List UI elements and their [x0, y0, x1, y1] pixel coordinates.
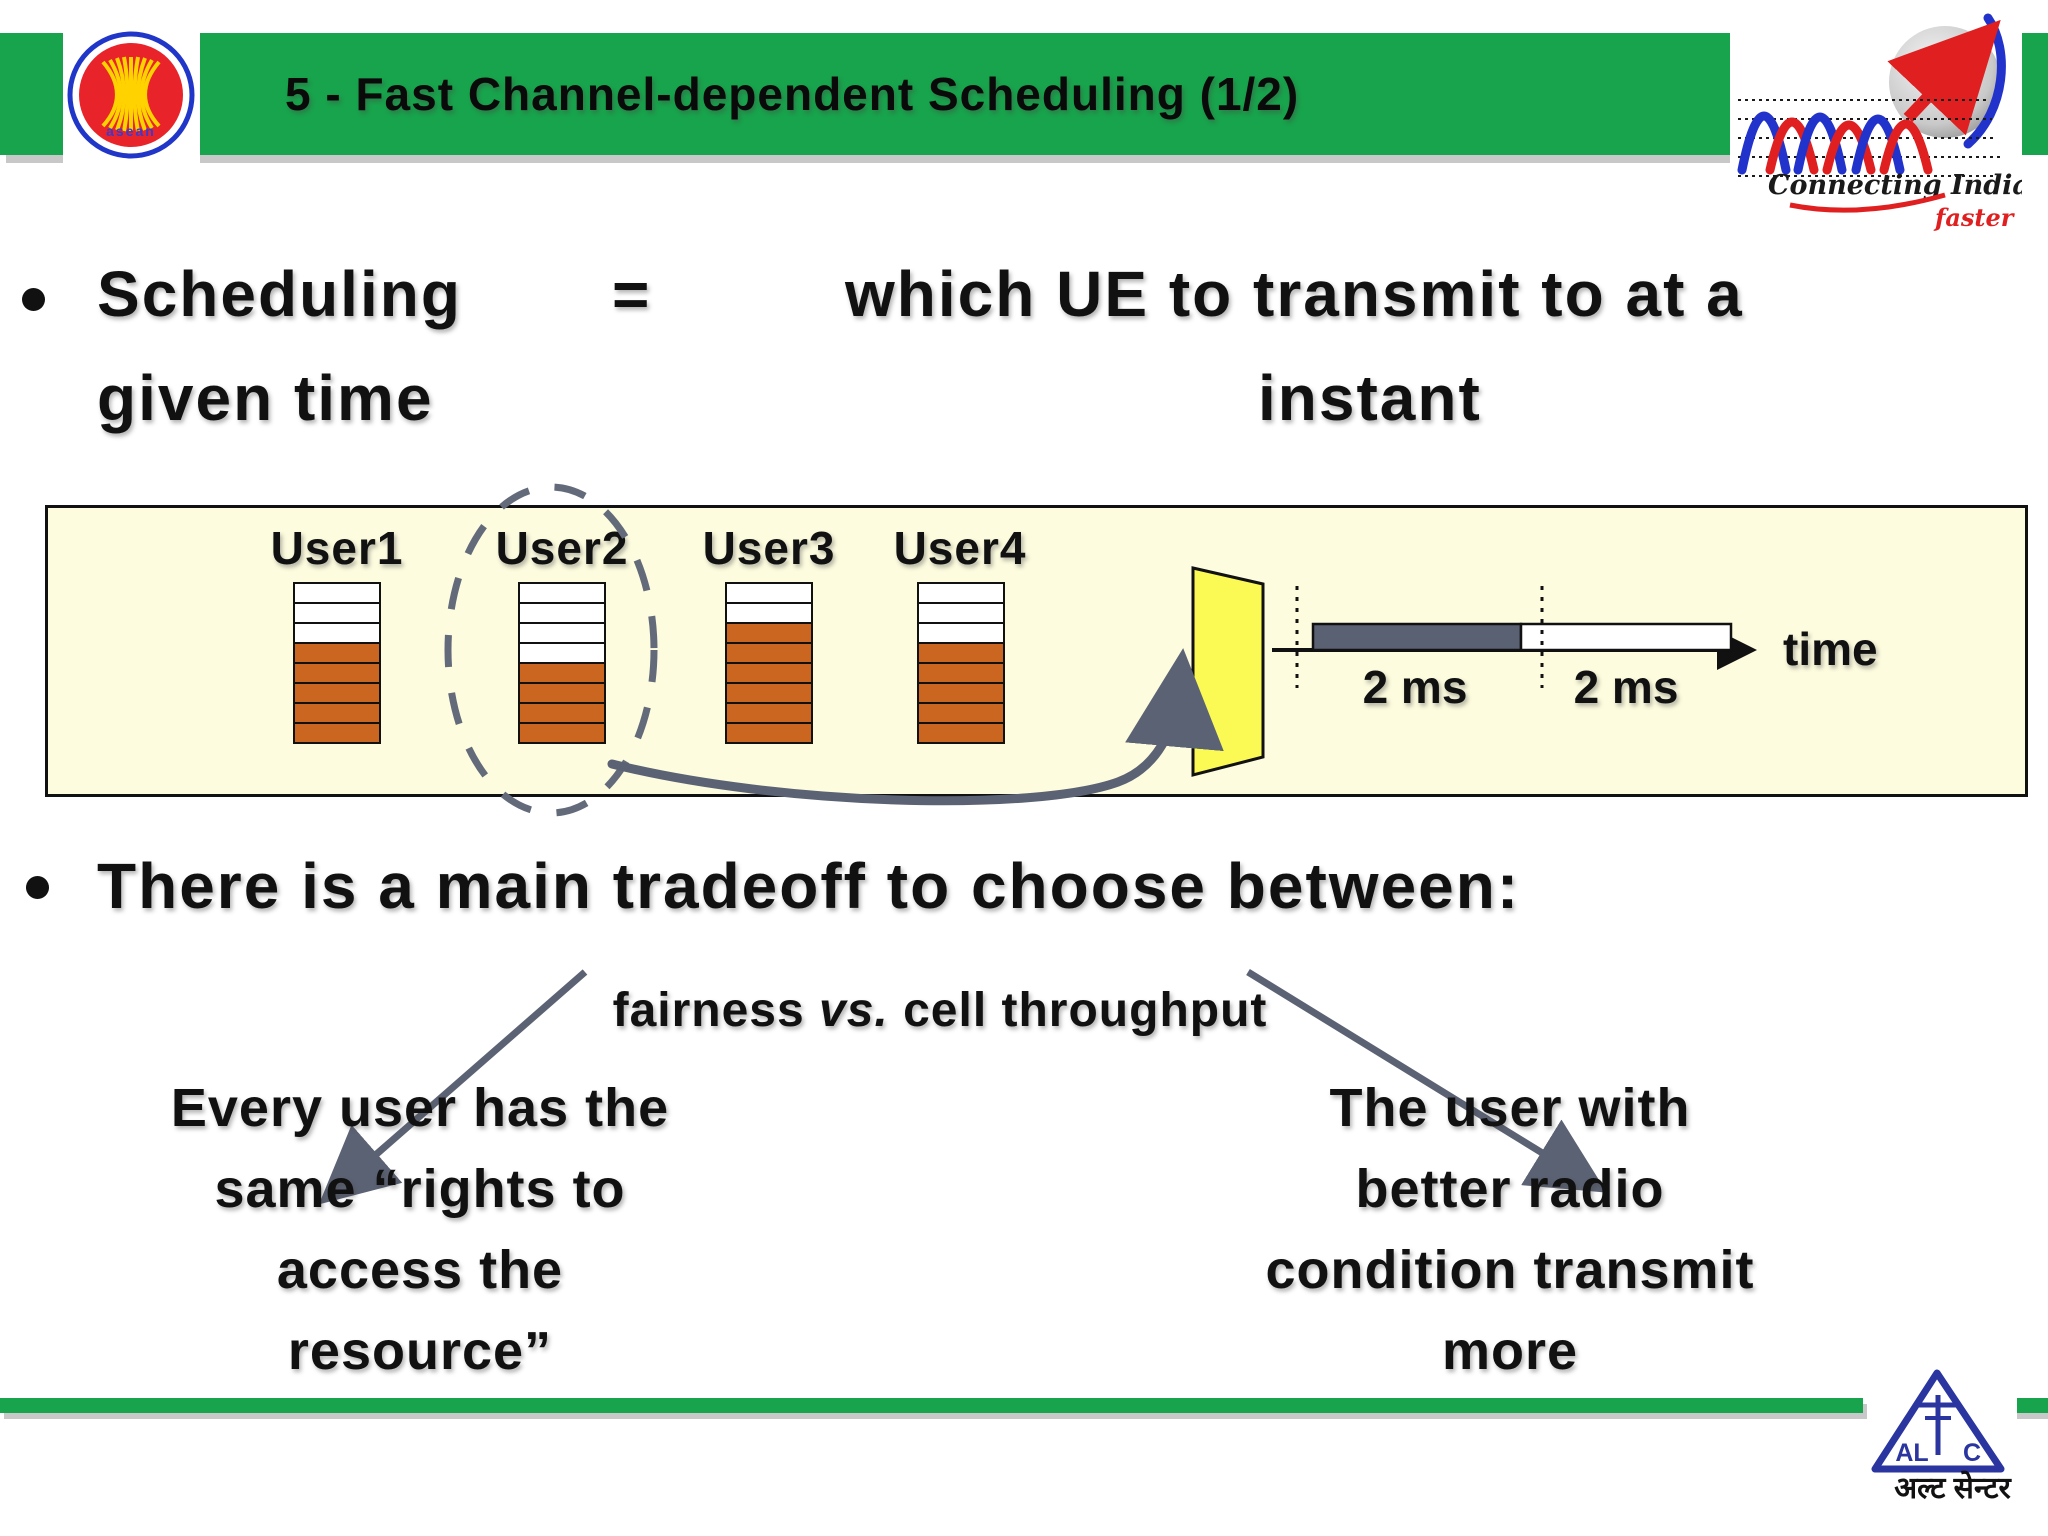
buffer-cell — [518, 642, 606, 664]
fairness-option-text: Every user has the same “rights to acces… — [170, 1078, 670, 1381]
buffer-cell — [293, 722, 381, 744]
buffer-cell — [293, 682, 381, 704]
buffer-cell — [917, 602, 1005, 624]
buffer-cell — [917, 662, 1005, 684]
buffer-cell — [725, 582, 813, 604]
bullet1-term-line2: given time — [97, 362, 434, 434]
page-title: 5 - Fast Channel-dependent Scheduling (1… — [285, 68, 1300, 120]
footer-bar — [0, 1398, 1863, 1413]
buffer-cell — [917, 722, 1005, 744]
bsnl-tagline: Connecting India — [1768, 170, 2022, 201]
buffer-cell — [293, 702, 381, 724]
buffer-cell — [725, 622, 813, 644]
buffer-cell — [518, 662, 606, 684]
alttc-logo-icon: AL C — [1871, 1369, 2005, 1473]
buffer-cell — [725, 722, 813, 744]
user4-buffer — [917, 582, 1005, 744]
bullet1-definition-line1: which UE to transmit to at a — [845, 258, 1744, 330]
throughput-option-text: The user with better radio condition tra… — [1265, 1078, 1755, 1381]
tradeoff-pre: fairness — [612, 984, 820, 1037]
header-bar-right-segment — [2022, 33, 2048, 155]
user2-label: User2 — [495, 522, 629, 574]
asean-text: asean — [106, 123, 156, 139]
buffer-cell — [518, 722, 606, 744]
buffer-cell — [518, 702, 606, 724]
buffer-cell — [293, 582, 381, 604]
red-swash-icon — [1789, 192, 1946, 213]
bullet1-definition-line2: instant — [1258, 362, 1482, 434]
buffer-cell — [725, 702, 813, 724]
buffer-cell — [518, 622, 606, 644]
buffer-cell — [518, 682, 606, 704]
slot1-label: 2 ms — [1362, 661, 1468, 713]
buffer-cell — [917, 622, 1005, 644]
alttc-text-left: AL — [1895, 1439, 1928, 1467]
buffer-cell — [917, 642, 1005, 664]
bullet1-term: Scheduling — [97, 258, 462, 330]
buffer-cell — [725, 682, 813, 704]
alttc-hindi-text: अल्ट सेन्टर — [1894, 1472, 2011, 1505]
red-arrow-icon — [1887, 19, 2001, 136]
buffer-cell — [518, 602, 606, 624]
footer-bar-right-segment — [2017, 1398, 2048, 1413]
buffer-cell — [293, 622, 381, 644]
user4-label: User4 — [893, 522, 1027, 574]
tradeoff-line: fairness vs. cell throughput — [560, 983, 1320, 1038]
user1-label: User1 — [270, 522, 404, 574]
bullet-dot — [26, 876, 49, 899]
alttc-logo: AL C — [1855, 1365, 2015, 1482]
bsnl-tagline2: faster — [1933, 203, 2016, 232]
user3-label: User3 — [702, 522, 836, 574]
asean-logo: asean — [63, 0, 200, 168]
buffer-cell — [725, 662, 813, 684]
bullet2-heading: There is a main tradeoff to choose betwe… — [97, 850, 1521, 922]
slot2-label: 2 ms — [1573, 661, 1679, 713]
time-axis-label: time — [1783, 623, 1878, 675]
buffer-cell — [518, 582, 606, 604]
buffer-cell — [725, 642, 813, 664]
signal-waves-icon — [1737, 111, 1933, 175]
bullet-dot — [22, 288, 45, 311]
user1-buffer — [293, 582, 381, 744]
buffer-cell — [917, 702, 1005, 724]
bullet1-equals: = — [612, 258, 652, 330]
tradeoff-post: cell throughput — [888, 984, 1268, 1037]
buffer-cell — [293, 662, 381, 684]
buffer-cell — [725, 602, 813, 624]
alttc-text-right: C — [1963, 1439, 1981, 1467]
buffer-cell — [293, 642, 381, 664]
bsnl-logo: Connecting India faster — [1730, 0, 2030, 235]
tradeoff-vs: vs. — [819, 984, 889, 1037]
header-bar — [0, 33, 1832, 155]
asean-emblem-icon: asean — [67, 31, 195, 159]
user3-buffer — [725, 582, 813, 744]
buffer-cell — [917, 682, 1005, 704]
user2-buffer — [518, 582, 606, 744]
bsnl-logo-icon: Connecting India faster — [1737, 13, 2030, 232]
buffer-cell — [917, 582, 1005, 604]
buffer-cell — [293, 602, 381, 624]
